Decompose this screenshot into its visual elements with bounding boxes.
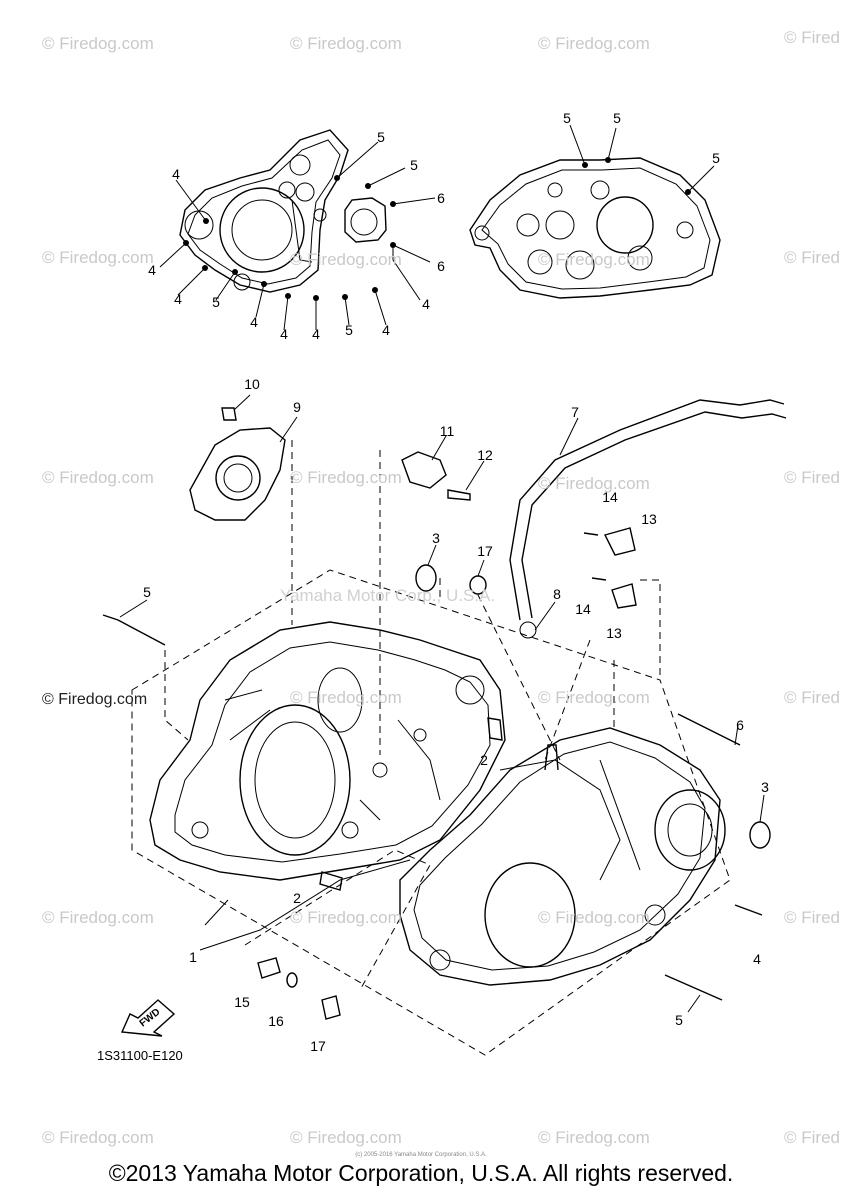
watermark-firedog: © Firedog.com: [42, 248, 154, 267]
callout-1: 1: [189, 949, 197, 965]
callout-4: 4: [422, 296, 430, 312]
callout-5: 5: [143, 584, 151, 600]
callout-5: 5: [613, 110, 621, 126]
dowel-pin-upper: [487, 717, 503, 741]
callout-14: 14: [602, 489, 618, 505]
callout-4: 4: [148, 262, 156, 278]
leader-lines: [164, 440, 661, 991]
callout-16: 16: [268, 1013, 284, 1029]
callout-4: 4: [280, 326, 288, 342]
callout-7: 7: [571, 404, 579, 420]
callout-4: 4: [382, 322, 390, 338]
callout-4: 4: [174, 291, 182, 307]
watermark-firedog: © Firedog.com: [290, 908, 402, 927]
watermark-firedog: © Firedog.com: [538, 34, 650, 53]
right-crankcase: [399, 727, 726, 986]
watermark-firedog: © Firedog.com: [290, 468, 402, 487]
callout-5: 5: [345, 322, 353, 338]
fwd-arrow: [120, 999, 176, 1037]
oil-seal-upper: [415, 544, 437, 592]
bracket: [401, 435, 485, 501]
part-code: 1S31100-E120: [97, 1048, 183, 1063]
copyright-text: ©2013 Yamaha Motor Corporation, U.S.A. A…: [108, 1160, 734, 1186]
callout-5: 5: [410, 157, 418, 173]
oil-seal-lower: [749, 794, 771, 849]
dowel-pin-lower: [319, 871, 343, 891]
gasket-right-view: [469, 124, 721, 299]
stay-lower: [591, 577, 637, 609]
callout-5: 5: [675, 1012, 683, 1028]
watermark-firedog: © Firedog.com: [538, 250, 650, 269]
assembly-box: [131, 569, 731, 1056]
callout-6: 6: [437, 190, 445, 206]
left-crankcase: [149, 621, 506, 881]
stay-upper: [583, 527, 636, 556]
watermark-firedog: © Fired: [784, 688, 840, 707]
callout-2: 2: [293, 890, 301, 906]
callout-10: 10: [244, 376, 260, 392]
callout-4: 4: [753, 951, 761, 967]
watermark-firedog: © Fired: [784, 28, 840, 47]
watermark-firedog: © Firedog.com: [538, 1128, 650, 1147]
callout-8: 8: [553, 586, 561, 602]
watermark-firedog: © Firedog.com: [290, 1128, 402, 1147]
watermark-firedog: © Firedog.com: [290, 34, 402, 53]
callout-14: 14: [575, 601, 591, 617]
callout-13: 13: [641, 511, 657, 527]
watermark-firedog: © Firedog.com: [42, 908, 154, 927]
callout-12: 12: [477, 447, 493, 463]
breather-hose: [509, 399, 787, 639]
watermark-firedog: © Firedog.com: [538, 688, 650, 707]
watermark-firedog: © Firedog.com: [42, 1128, 154, 1147]
watermark-firedog: © Firedog.com: [42, 468, 154, 487]
watermark-firedog: © Fired: [784, 248, 840, 267]
watermark-firedog: © Firedog.com: [42, 691, 148, 708]
watermark-firedog: © Firedog.com: [538, 908, 650, 927]
watermark-firedog: © Fired: [784, 468, 840, 487]
callout-6: 6: [736, 717, 744, 733]
pin-15: [257, 957, 281, 979]
callout-4: 4: [312, 326, 320, 342]
collar-17-lower: [321, 995, 341, 1020]
o-ring-16: [286, 972, 298, 988]
callout-3: 3: [761, 779, 769, 795]
callout-3: 3: [432, 530, 440, 546]
watermark-firedog: © Fired: [784, 908, 840, 927]
watermark-firedog: © Fired: [784, 1128, 840, 1147]
callout-15: 15: [234, 994, 250, 1010]
collar-upper: [469, 559, 487, 595]
watermark-firedog: © Firedog.com: [42, 34, 154, 53]
callout-4: 4: [172, 166, 180, 182]
callout-4: 4: [250, 314, 258, 330]
bolt-dots-left: [159, 141, 436, 331]
seal-plate: [189, 394, 298, 521]
callout-17: 17: [477, 543, 493, 559]
bolt-right-6: [677, 713, 741, 746]
callout-17: 17: [310, 1038, 326, 1054]
callout-5: 5: [377, 129, 385, 145]
callout-2: 2: [480, 752, 488, 768]
callout-5: 5: [712, 150, 720, 166]
gasket-left-view: [179, 129, 349, 293]
watermark-firedog: © Firedog.com: [538, 474, 650, 493]
callout-11: 11: [439, 423, 455, 439]
watermark-firedog: © Firedog.com: [290, 688, 402, 707]
watermark-yamaha: Yamaha Motor Corp., U.S.A.: [280, 586, 496, 605]
callout-5: 5: [212, 294, 220, 310]
watermark-firedog: © Firedog.com: [290, 250, 402, 269]
bolt-left-long: [102, 599, 166, 646]
bolt-right-4: [734, 904, 763, 916]
callout-13: 13: [606, 625, 622, 641]
gasket-small: [344, 197, 387, 243]
tiny-notice: (c) 2005-2016 Yamaha Motor Corporation, …: [355, 1152, 487, 1158]
bolt-bottom-5: [664, 974, 723, 1013]
callout-6: 6: [437, 258, 445, 274]
callout-5: 5: [563, 110, 571, 126]
callout-9: 9: [293, 399, 301, 415]
